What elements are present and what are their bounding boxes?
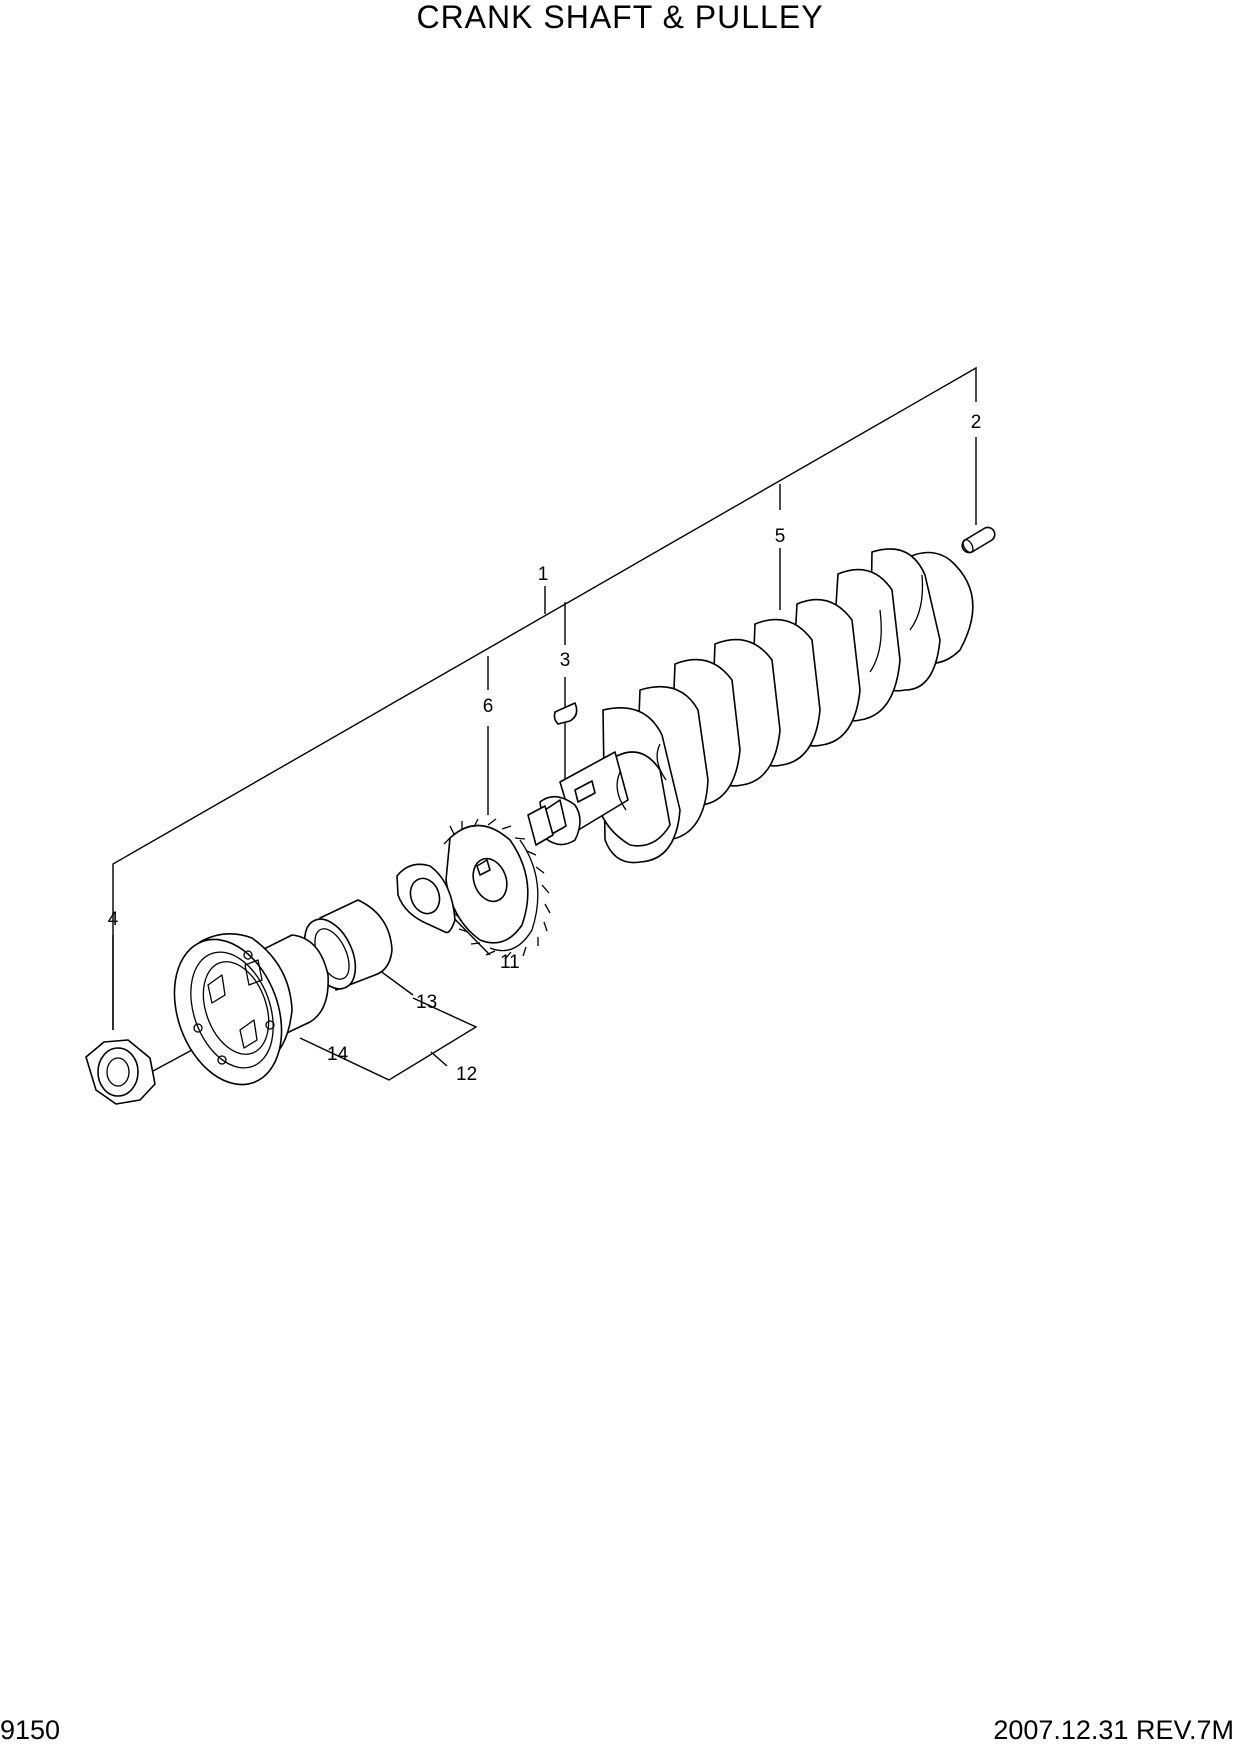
thrust-plate bbox=[396, 863, 456, 934]
callout-3: 3 bbox=[560, 650, 571, 671]
woodruff-key bbox=[553, 702, 578, 725]
callout-1: 1 bbox=[538, 564, 549, 585]
revision-date: 2007.12.31 REV.7M bbox=[993, 1715, 1234, 1745]
callout-6: 6 bbox=[483, 696, 494, 717]
dowel-pin bbox=[961, 526, 996, 554]
crank-nut bbox=[85, 1039, 156, 1105]
callout-2: 2 bbox=[971, 412, 982, 433]
callout-labels: 1 2 3 4 5 6 11 13 14 12 bbox=[108, 412, 982, 1085]
leader-lines bbox=[112, 366, 977, 1081]
crankshaft-pulley bbox=[173, 933, 329, 1086]
callout-13: 13 bbox=[416, 992, 437, 1013]
callout-14: 14 bbox=[327, 1044, 349, 1065]
crankshaft bbox=[527, 548, 974, 864]
crankshaft-gear bbox=[443, 818, 551, 960]
page-title: CRANK SHAFT & PULLEY bbox=[416, 0, 824, 35]
page-number: 9150 bbox=[0, 1715, 61, 1745]
callout-12: 12 bbox=[456, 1064, 477, 1085]
callout-11: 11 bbox=[500, 952, 520, 973]
callout-4: 4 bbox=[108, 909, 119, 930]
callout-5: 5 bbox=[775, 526, 786, 547]
